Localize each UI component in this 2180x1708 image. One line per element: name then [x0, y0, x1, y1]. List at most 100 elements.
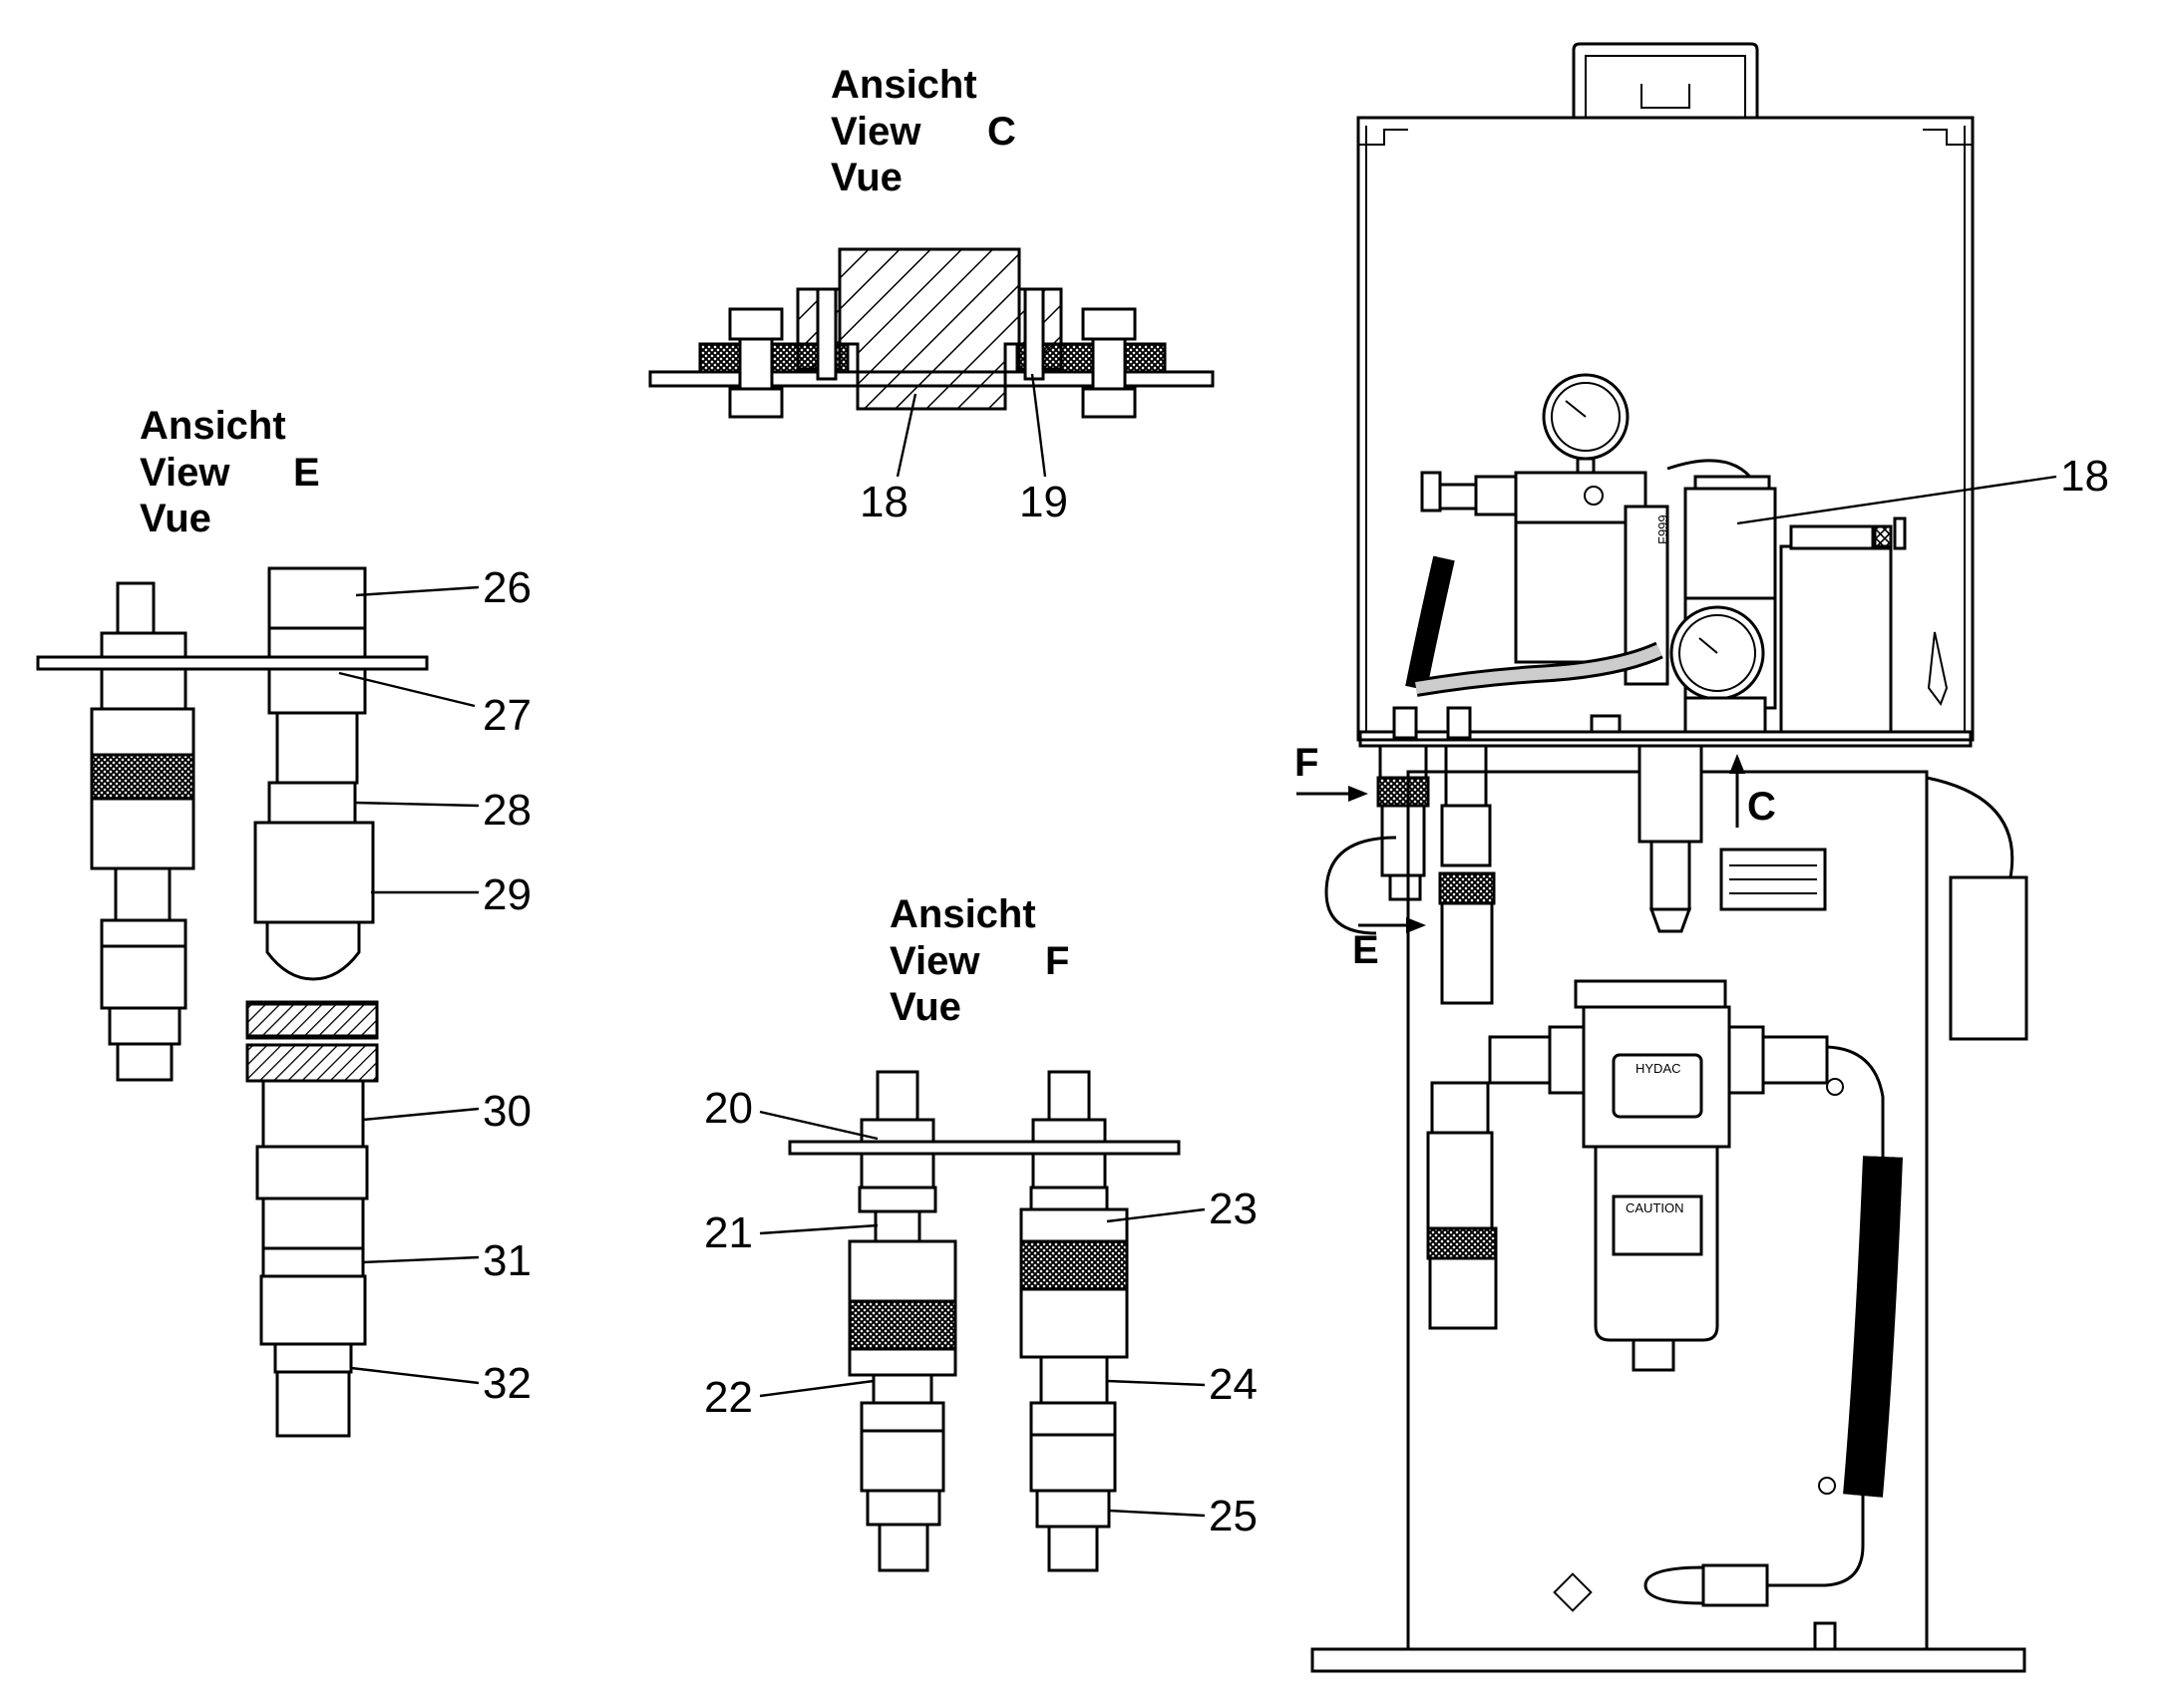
part-26-fitting [267, 566, 367, 630]
f-right-collar [1019, 1207, 1129, 1243]
left-tail [116, 1042, 174, 1082]
view-e-letter: E [293, 451, 320, 495]
part-24 [1039, 1355, 1109, 1405]
left-nut-bottom [100, 667, 187, 711]
f-right-coupling-knurl [1019, 1239, 1129, 1291]
left-coupling-knurl [90, 753, 195, 801]
view-c-title-line2: View [831, 110, 921, 154]
callout-30: 30 [483, 1087, 532, 1136]
part-30-hex-b [261, 1196, 365, 1250]
pump-body-18 [838, 247, 1021, 411]
f-right-nut-2 [1031, 1152, 1107, 1190]
hose-vertical-right [1846, 1156, 1900, 1498]
callout-25: 25 [1209, 1492, 1258, 1540]
part-21 [874, 1209, 921, 1243]
bolt-shank-right [1091, 337, 1127, 391]
callout-22: 22 [704, 1373, 753, 1422]
view-e-section: Ansicht View E Vue [36, 404, 532, 1438]
left-hex [100, 944, 187, 1010]
part-22 [872, 1373, 933, 1405]
f-left-coupling-ring [848, 1347, 957, 1377]
view-arrow-c-label: C [1747, 785, 1776, 829]
part-30-body [261, 1079, 365, 1149]
f-left-nut [860, 1152, 935, 1190]
callout-28: 28 [483, 786, 532, 835]
nut-left [728, 387, 784, 419]
callout-20: 20 [704, 1084, 753, 1133]
callout-32: 32 [483, 1359, 532, 1408]
callout-18-main: 18 [2060, 452, 2109, 501]
hose-inner-bottom [1415, 644, 1662, 694]
f-left-nut-tail [866, 1489, 941, 1527]
coupling-lower-knurl [1426, 1226, 1498, 1260]
mounting-plate-e [36, 655, 429, 671]
bolt-head-right [1081, 307, 1137, 341]
part-20-nut [860, 1118, 935, 1144]
part-28 [267, 781, 357, 825]
part-29-fitting [253, 821, 375, 924]
leader-25 [1108, 1509, 1206, 1518]
view-c-title-line3: Vue [831, 156, 903, 199]
view-f-title-line3: Vue [890, 985, 961, 1029]
coupling-e-knurl [1438, 871, 1496, 905]
leader-28 [354, 801, 480, 808]
part-32-tail [275, 1370, 351, 1438]
side-bracket [1949, 875, 2028, 1041]
part-31-hex [259, 1274, 367, 1346]
callout-18-view-c: 18 [860, 478, 908, 526]
left-coupling-body [90, 797, 195, 870]
motor-housing [1514, 520, 1628, 664]
leader-26 [355, 585, 480, 597]
leader-23 [1106, 1207, 1206, 1223]
part-31 [261, 1246, 365, 1278]
leader-20 [759, 1110, 879, 1141]
left-nut-low [108, 1006, 182, 1046]
f-right-tail [1047, 1525, 1099, 1572]
screw-19-right [1023, 287, 1045, 381]
callout-23: 23 [1209, 1185, 1258, 1233]
cover-box [1356, 116, 1975, 742]
solenoid-valve [1637, 744, 1703, 844]
callout-26: 26 [483, 563, 532, 612]
reservoir [1779, 544, 1893, 734]
view-e-title-line2: View [140, 451, 230, 495]
gauge-needle-lower [1698, 637, 1718, 654]
view-c-letter: C [987, 110, 1016, 154]
view-e-title-line3: Vue [140, 497, 211, 540]
caution-text: CAUTION [1626, 1200, 1684, 1215]
callout-27: 27 [483, 691, 532, 740]
leader-21 [759, 1223, 879, 1235]
view-e-title-line1: Ansicht [140, 404, 286, 448]
leader-30 [362, 1107, 480, 1122]
part-29-elbow [265, 920, 361, 981]
part-27-body [275, 711, 359, 785]
coupling-f-knurl [1376, 776, 1430, 808]
view-f-title-line1: Ansicht [890, 892, 1036, 936]
lifting-hook-left [1324, 836, 1397, 935]
leader-18-c [896, 393, 917, 478]
leader-19 [1030, 373, 1047, 478]
view-f-section: Ansicht View F Vue [704, 892, 1258, 1572]
handle-slot [1640, 84, 1690, 109]
bolt-head-left [728, 307, 784, 341]
leader-31 [362, 1255, 480, 1264]
filter-cap [1574, 979, 1727, 1009]
carry-handle-inner [1585, 55, 1746, 118]
part-30-knurl-top [245, 1002, 379, 1038]
cover-corner-left [1358, 129, 1408, 146]
callout-24: 24 [1209, 1360, 1258, 1409]
pump-18-body [1683, 487, 1777, 600]
view-c-title-line1: Ansicht [831, 63, 977, 107]
hose-inner-left [1407, 556, 1453, 690]
callout-19: 19 [1019, 478, 1068, 526]
f-left-washer [858, 1186, 937, 1213]
nut-right [1081, 387, 1137, 419]
hose-bottom-bend [1767, 1496, 1865, 1587]
left-coupling-collar [90, 707, 195, 757]
callout-31: 31 [483, 1236, 532, 1285]
gauge-needle-upper [1565, 400, 1587, 418]
base-plate-main [1310, 1647, 2026, 1673]
f-right-nut [1031, 1118, 1107, 1144]
f-right-nut-low [1029, 1401, 1117, 1437]
